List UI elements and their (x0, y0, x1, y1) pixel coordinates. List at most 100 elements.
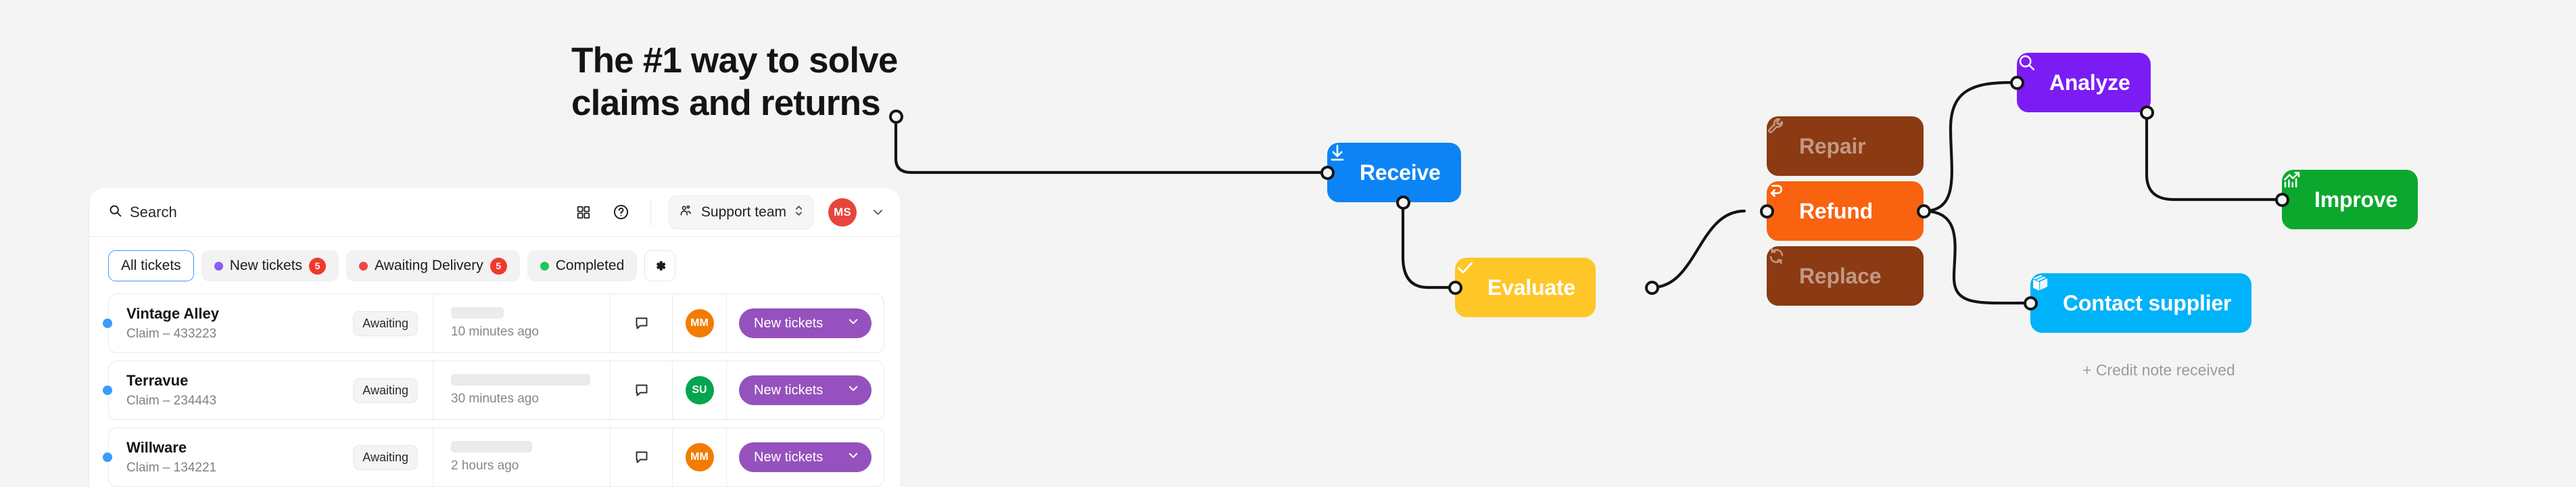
search-input[interactable]: Search (108, 204, 572, 221)
connector-refund-to-analyze (1922, 80, 2013, 213)
filter-label: Completed (555, 258, 625, 273)
avatar[interactable]: MM (685, 443, 714, 471)
status-dot-purple (214, 261, 223, 271)
row-avatar-cell: MM (673, 428, 727, 486)
user-avatar[interactable]: MS (828, 198, 857, 227)
people-icon (679, 204, 693, 221)
avatar[interactable]: SU (685, 376, 714, 404)
flow-node-label: Repair (1799, 133, 1866, 158)
page-headline: The #1 way to solve claims and returns (571, 41, 898, 124)
row-status-dot (103, 386, 112, 395)
row-claim-number: Claim – 234443 (126, 394, 217, 408)
connector-port-analyze-left[interactable] (2010, 76, 2024, 90)
row-status-label: New tickets (754, 449, 824, 465)
row-status-label: New tickets (754, 382, 824, 398)
connector-port-refund-left[interactable] (1760, 204, 1774, 218)
filter-tab-awaiting-delivery[interactable]: Awaiting Delivery 5 (346, 250, 520, 281)
ticket-list: Vintage Alley Claim – 433223 Awaiting 10… (89, 291, 901, 487)
flow-node-repair[interactable]: Repair (1767, 116, 1924, 176)
connector-refund-to-supplier (1922, 209, 2027, 305)
flow-node-replace[interactable]: Replace (1767, 246, 1924, 306)
row-identity-cell: Willware Claim – 134221 Awaiting (109, 428, 433, 486)
flow-node-label: Refund (1799, 198, 1874, 223)
connector-headline-to-receive (894, 114, 1325, 175)
row-company-name: Vintage Alley (126, 305, 219, 322)
grid-icon[interactable] (572, 201, 595, 224)
team-selector[interactable]: Support team (668, 195, 813, 229)
comment-icon[interactable] (611, 294, 673, 352)
avatar[interactable]: MM (685, 309, 714, 338)
status-badge: Awaiting (353, 444, 418, 470)
flow-node-label: Receive (1360, 160, 1441, 185)
gear-icon[interactable] (644, 250, 676, 281)
row-timestamp: 2 hours ago (451, 459, 519, 473)
row-status-dropdown[interactable]: New tickets (739, 308, 872, 338)
status-dot-green (540, 261, 549, 271)
row-action-cell: New tickets (727, 361, 884, 419)
status-dot-red (359, 261, 368, 271)
connector-port-receive-left[interactable] (1320, 166, 1335, 180)
flow-node-contact-supplier[interactable]: Contact supplier (2030, 273, 2252, 333)
status-badge: Awaiting (353, 377, 418, 403)
flow-node-evaluate[interactable]: Evaluate (1455, 258, 1596, 317)
row-status-dropdown[interactable]: New tickets (739, 442, 872, 472)
flow-node-analyze[interactable]: Analyze (2017, 53, 2151, 112)
chevron-down-icon (847, 382, 859, 398)
search-placeholder: Search (130, 203, 177, 221)
topbar-divider (650, 198, 651, 226)
filter-label: Awaiting Delivery (375, 258, 483, 273)
comment-icon[interactable] (611, 428, 673, 486)
row-action-cell: New tickets (727, 428, 884, 486)
connector-port-improve-left[interactable] (2275, 193, 2289, 207)
connector-port-refund-right[interactable] (1917, 204, 1931, 218)
flow-node-label: Contact supplier (2063, 290, 2232, 315)
connector-port-evaluate-left[interactable] (1448, 281, 1462, 295)
skeleton-placeholder (451, 441, 532, 453)
connector-port-headline[interactable] (889, 110, 903, 124)
chevron-down-icon (847, 449, 859, 465)
chevron-up-down-icon[interactable] (794, 204, 803, 221)
row-claim-number: Claim – 433223 (126, 327, 217, 341)
row-status-label: New tickets (754, 315, 824, 331)
filter-label: New tickets (229, 258, 303, 273)
skeleton-placeholder (451, 307, 504, 319)
filter-tab-completed[interactable]: Completed (527, 250, 638, 281)
table-row[interactable]: Vintage Alley Claim – 433223 Awaiting 10… (103, 294, 884, 353)
row-action-cell: New tickets (727, 294, 884, 352)
connector-port-analyze-bottom[interactable] (2140, 106, 2154, 120)
comment-icon[interactable] (611, 361, 673, 419)
row-timestamp: 30 minutes ago (451, 392, 539, 406)
row-company-name: Terravue (126, 372, 189, 389)
filter-badge-count: 5 (490, 257, 507, 275)
flow-node-receive[interactable]: Receive (1327, 143, 1461, 202)
filter-tab-new-tickets[interactable]: New tickets 5 (201, 250, 339, 281)
status-badge: Awaiting (353, 310, 418, 336)
tickets-app-card: Search (89, 188, 901, 487)
skeleton-placeholder (451, 374, 590, 386)
connector-port-evaluate-right[interactable] (1645, 281, 1659, 295)
row-status-dot (103, 453, 112, 462)
help-circle-icon[interactable] (610, 201, 633, 224)
filter-tab-all-tickets[interactable]: All tickets (108, 250, 194, 281)
connector-analyze-to-improve (2145, 110, 2279, 202)
flow-node-improve[interactable]: Improve (2282, 170, 2418, 229)
row-status-dropdown[interactable]: New tickets (739, 375, 872, 405)
row-meta-cell: 30 minutes ago (433, 361, 611, 419)
connector-receive-to-evaluate (1401, 200, 1452, 289)
filter-label: All tickets (121, 258, 181, 273)
connector-port-supplier-left[interactable] (2024, 296, 2038, 310)
row-claim-number: Claim – 134221 (126, 461, 217, 475)
row-meta-cell: 10 minutes ago (433, 294, 611, 352)
flow-node-label: Evaluate (1487, 275, 1576, 300)
connector-evaluate-to-refund (1650, 209, 1746, 289)
connector-port-receive-bottom[interactable] (1396, 195, 1410, 210)
flow-node-label: Analyze (2049, 70, 2130, 95)
account-chevron-down-icon[interactable] (872, 206, 884, 218)
flow-node-label: Improve (2314, 187, 2398, 212)
flow-node-refund[interactable]: Refund (1767, 181, 1924, 241)
table-row[interactable]: Willware Claim – 134221 Awaiting 2 hours… (103, 427, 884, 487)
row-timestamp: 10 minutes ago (451, 325, 539, 339)
row-meta-cell: 2 hours ago (433, 428, 611, 486)
table-row[interactable]: Terravue Claim – 234443 Awaiting 30 minu… (103, 361, 884, 420)
